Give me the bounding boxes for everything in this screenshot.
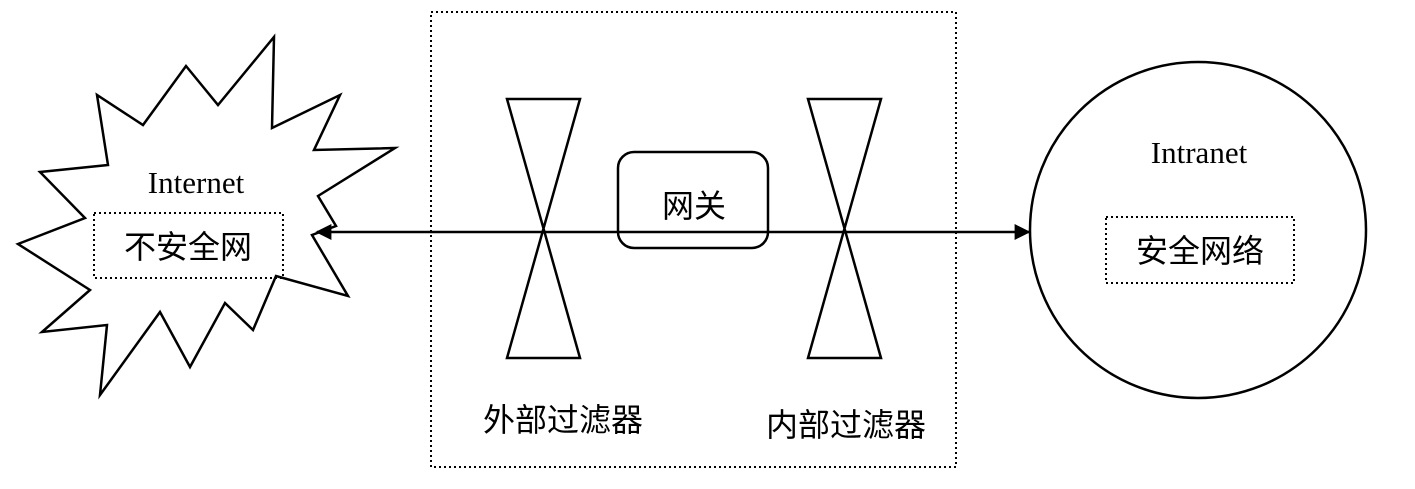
intranet-title: Intranet (1151, 135, 1248, 170)
intranet-label-box (1105, 216, 1295, 284)
internet-label-box (93, 212, 284, 279)
intranet-subtitle: 安全网络 (1136, 233, 1264, 269)
inner-filter-hourglass-icon (806, 97, 883, 360)
gateway-label: 网关 (662, 188, 726, 224)
outer-filter-label: 外部过滤器 (483, 402, 643, 438)
inner-filter-label: 内部过滤器 (766, 407, 926, 443)
intranet-circle (1028, 60, 1368, 400)
internet-title: Internet (148, 165, 245, 200)
outer-filter-hourglass-icon (505, 97, 582, 360)
internet-starburst (15, 33, 400, 400)
internet-subtitle: 不安全网 (124, 229, 252, 265)
